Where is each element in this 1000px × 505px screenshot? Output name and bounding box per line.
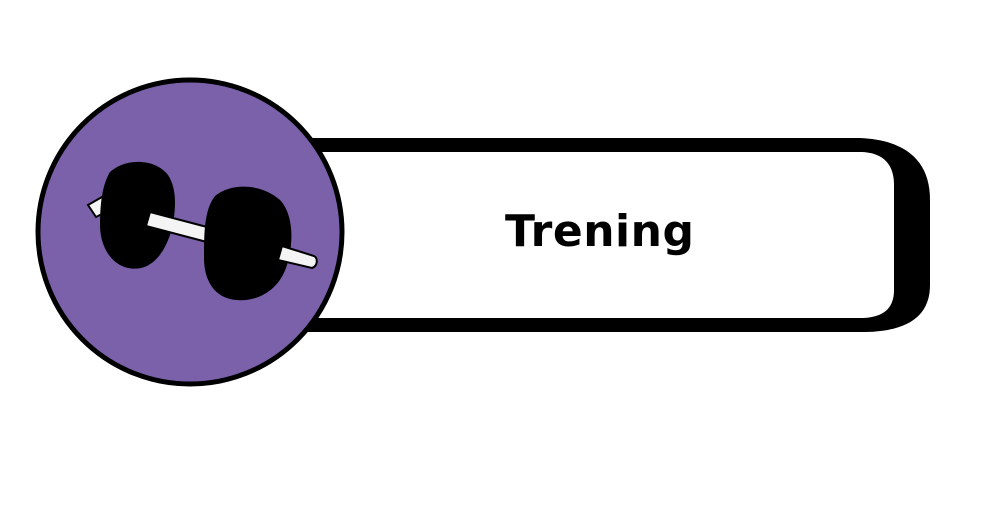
button-label: Trening xyxy=(505,206,695,257)
label-body xyxy=(300,152,894,318)
dumbbell-icon xyxy=(86,161,318,301)
